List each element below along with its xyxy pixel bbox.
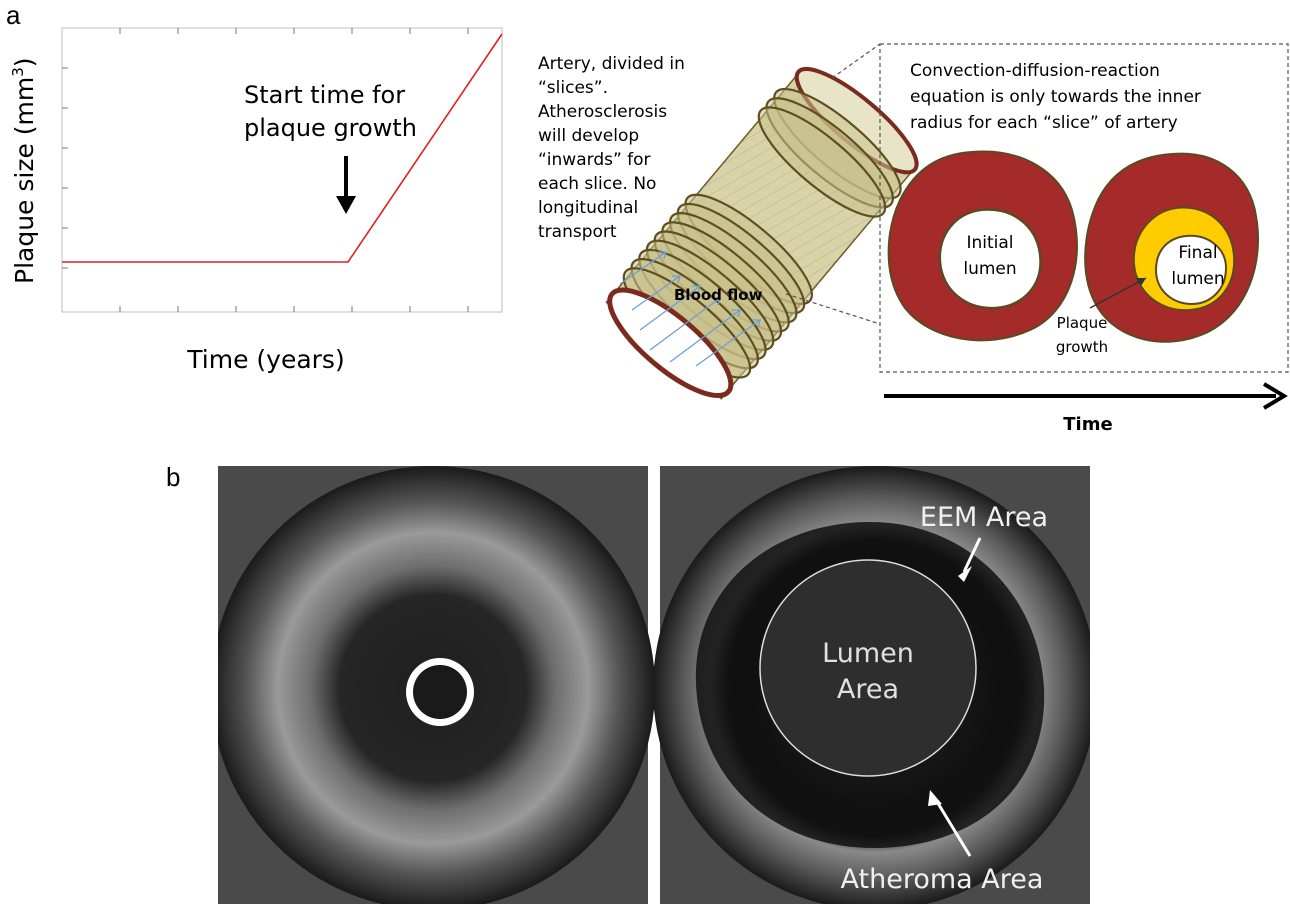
panel-b-label: b <box>166 462 180 493</box>
lumen-area-label: Area <box>837 674 899 705</box>
plot-frame <box>62 28 502 312</box>
annotation-line-2: plaque growth <box>244 114 417 142</box>
plaque-size-line <box>62 34 502 262</box>
catheter-core <box>413 665 467 719</box>
eem-area-label: EEM Area <box>920 502 1048 533</box>
final-lumen-label: lumen <box>1171 269 1224 289</box>
plaque-growth-chart: Start time for plaque growth Time (years… <box>0 0 520 400</box>
plaque-growth-label: growth <box>1056 338 1108 356</box>
lumen-area-label: Lumen <box>822 638 914 669</box>
atheroma-area-label: Atheroma Area <box>841 864 1044 895</box>
artery-diagram: Blood flow Convection-diffusion-reaction… <box>600 40 1290 440</box>
y-axis-label: Plaque size (mm3) <box>9 57 39 284</box>
initial-lumen-label: Initial <box>966 233 1013 253</box>
time-label: Time <box>1063 414 1112 435</box>
equation-note-line: equation is only towards the inner <box>910 87 1201 107</box>
blood-flow-label: Blood flow <box>674 286 763 304</box>
ivus-images: Lumen Area EEM Area Atheroma Area <box>218 466 1090 904</box>
annotation-line-1: Start time for <box>244 81 405 109</box>
equation-note-line: Convection-diffusion-reaction <box>910 61 1160 81</box>
plaque-growth-label: Plaque <box>1057 314 1108 332</box>
x-axis-label: Time (years) <box>186 345 344 374</box>
final-lumen-label: Final <box>1178 243 1217 263</box>
artery-tube <box>600 52 932 414</box>
start-time-arrow-head <box>336 196 356 214</box>
equation-note-line: radius for each “slice” of artery <box>910 113 1178 133</box>
initial-lumen-label: lumen <box>963 259 1016 279</box>
